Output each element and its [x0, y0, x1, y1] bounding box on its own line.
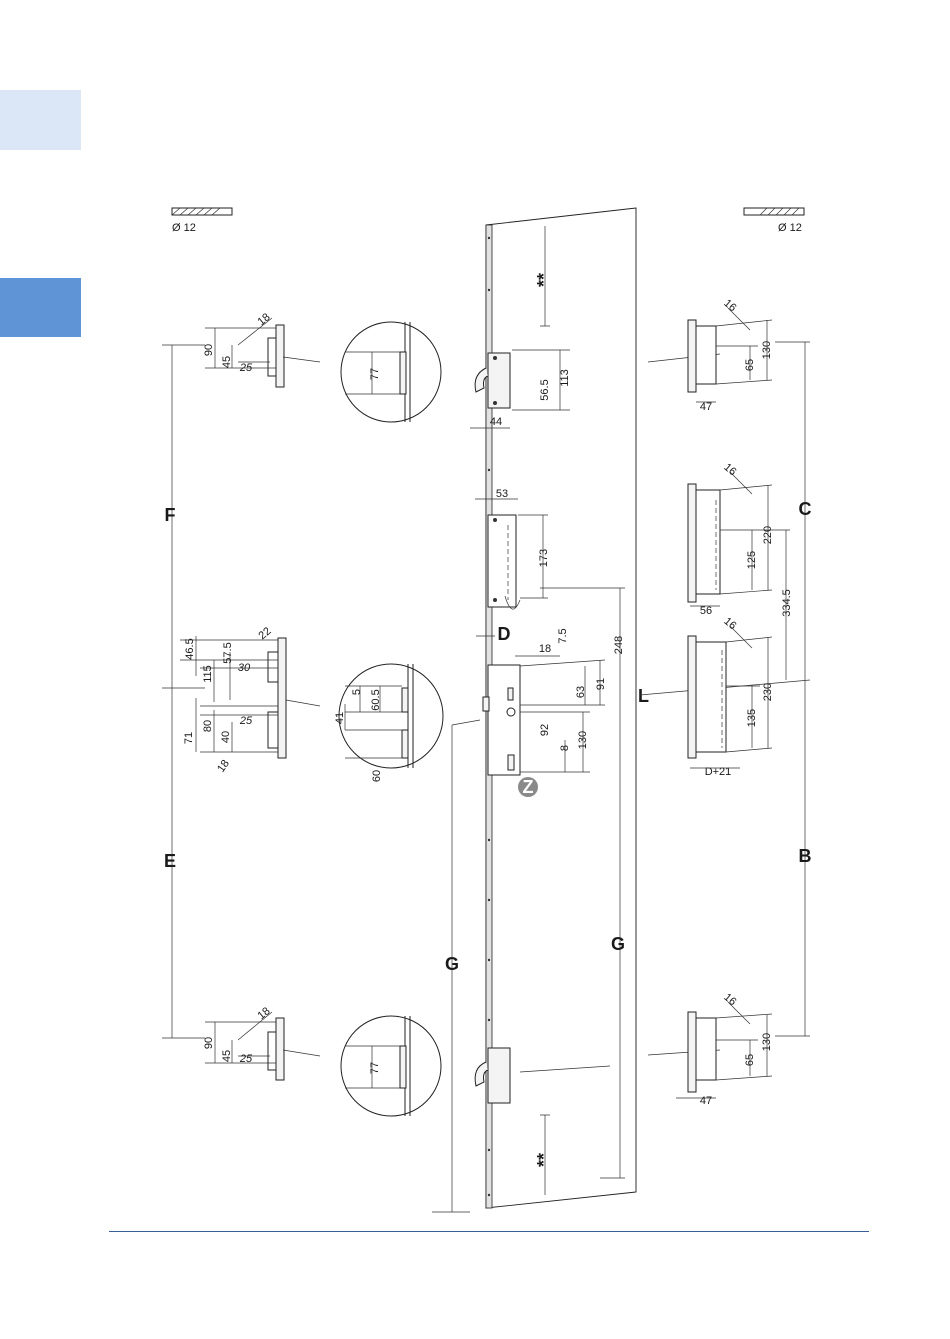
- left-span-dimension: F E: [162, 345, 205, 1038]
- dim-45-bottom: 45: [221, 1050, 233, 1062]
- letter-Z: Z: [523, 777, 534, 797]
- letter-G-right: G: [611, 934, 625, 954]
- dim-16-r1: 16: [721, 297, 738, 314]
- letter-D: D: [498, 624, 511, 644]
- dim-56-r2: 56: [700, 605, 712, 617]
- dim-173: 173: [538, 549, 550, 567]
- dim-7-5: 7.5: [557, 628, 569, 643]
- dim-47-r4: 47: [700, 1095, 712, 1107]
- dim-25-top: 25: [239, 362, 253, 374]
- left-keeper-top: 90 45 25 18: [203, 311, 320, 387]
- dim-90-bottom: 90: [203, 1037, 215, 1049]
- letter-B: B: [799, 846, 812, 866]
- door-edge-panel: [475, 208, 636, 1208]
- bottom-star-note: **: [534, 1153, 554, 1167]
- dim-80: 80: [202, 720, 214, 732]
- rod-diameter-left: Ø 12: [172, 222, 196, 234]
- dim-130-r4: 130: [761, 1033, 773, 1051]
- dim-8: 8: [559, 745, 571, 751]
- dim-91: 91: [595, 678, 607, 690]
- rod-symbol-left: Ø 12: [172, 208, 232, 234]
- dim-115: 115: [202, 665, 214, 683]
- detail-circle-top: 77: [341, 322, 441, 422]
- dim-248: 248: [613, 636, 625, 654]
- detail-5: 5: [351, 689, 363, 695]
- dim-18: 18: [539, 643, 551, 655]
- letter-G-left: G: [445, 954, 459, 974]
- dim-30: 30: [238, 662, 251, 674]
- dim-16-r2: 16: [721, 461, 738, 478]
- dim-16-r4: 16: [721, 991, 738, 1008]
- top-hook-bolt: [488, 353, 510, 408]
- detail-77-top: 77: [369, 368, 381, 380]
- middle-latch-unit: [488, 515, 516, 607]
- dim-18-mid: 18: [215, 758, 232, 775]
- dim-90-top: 90: [203, 344, 215, 356]
- dim-230: 230: [762, 683, 774, 701]
- dim-71: 71: [183, 732, 195, 744]
- dim-40: 40: [220, 731, 232, 743]
- letter-F: F: [165, 505, 176, 525]
- dim-65-r4: 65: [744, 1054, 756, 1066]
- dim-44: 44: [490, 416, 502, 428]
- dim-130-r1: 130: [761, 341, 773, 359]
- right-keeper-top: 16 65 130 47: [688, 297, 773, 413]
- dim-53: 53: [496, 488, 508, 500]
- left-keeper-bottom: 90 45 25 18: [203, 1005, 320, 1080]
- rod-symbol-right: Ø 12: [744, 208, 804, 234]
- detail-60: 60: [371, 770, 383, 782]
- detail-circle-bottom: 77: [341, 1016, 441, 1116]
- rod-diameter-right: Ø 12: [778, 222, 802, 234]
- dim-25-bottom: 25: [239, 1053, 253, 1065]
- dim-18-top: 18: [256, 311, 273, 328]
- right-keeper-third: 16 135 230 D+21: [688, 615, 774, 778]
- dim-125: 125: [746, 551, 758, 569]
- main-lock-case: [488, 665, 520, 775]
- detail-77-bottom: 77: [369, 1062, 381, 1074]
- dim-63: 63: [575, 686, 587, 698]
- letter-C: C: [799, 499, 812, 519]
- top-star-note: **: [534, 273, 554, 287]
- dim-65-r1: 65: [744, 359, 756, 371]
- dim-46-5: 46.5: [184, 638, 196, 659]
- dim-56-5: 56.5: [539, 379, 551, 400]
- dim-113: 113: [559, 369, 571, 387]
- dim-47-r1: 47: [700, 401, 712, 413]
- detail-circle-middle: 5 60.5 41 60: [334, 664, 443, 782]
- dim-16-r3: 16: [721, 615, 738, 632]
- detail-41: 41: [334, 712, 346, 724]
- bottom-hook-bolt: [488, 1048, 510, 1103]
- letter-L: L: [638, 686, 649, 706]
- dim-57-5: 57.5: [222, 642, 234, 663]
- dim-135: 135: [746, 709, 758, 727]
- detail-60-5: 60.5: [370, 689, 382, 710]
- dim-18-bottom: 18: [256, 1005, 273, 1022]
- dim-130-center: 130: [577, 731, 589, 749]
- dim-220: 220: [762, 526, 774, 544]
- dim-334-5: 334.5: [781, 589, 793, 617]
- letter-E: E: [164, 851, 176, 871]
- dim-92: 92: [539, 724, 551, 736]
- left-keeper-middle: 46.5 115 57.5 30 22 71 80 25 40 18: [180, 625, 320, 775]
- dim-45-top: 45: [221, 356, 233, 368]
- dim-25-mid: 25: [239, 715, 253, 727]
- right-keeper-bottom: 16 65 130 47: [676, 991, 773, 1107]
